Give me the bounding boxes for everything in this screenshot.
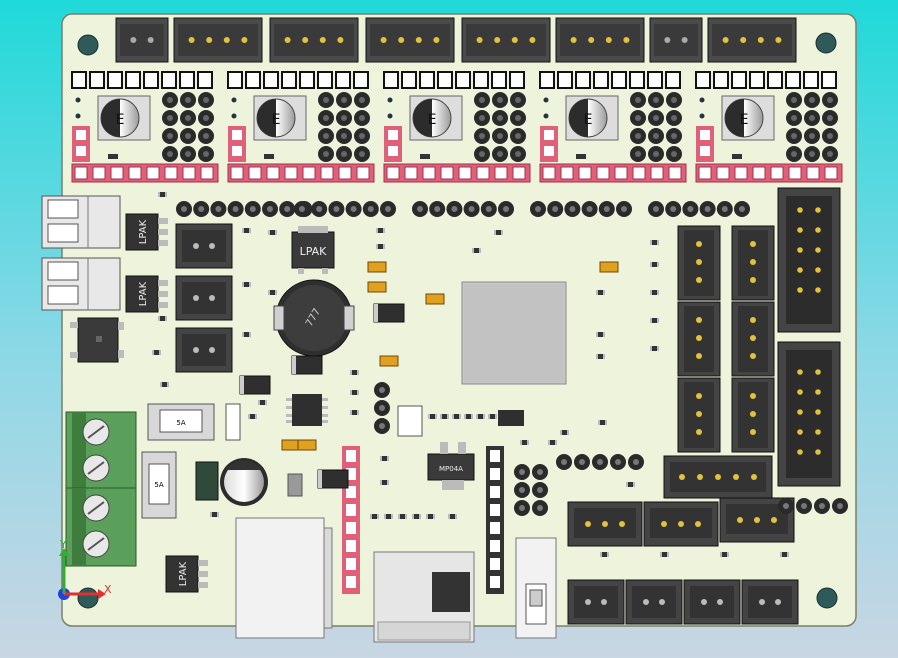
black-component bbox=[195, 461, 219, 501]
top-connectors bbox=[115, 17, 797, 63]
power-inductor: 777 bbox=[273, 279, 355, 357]
smd-passives bbox=[152, 192, 789, 557]
axis-triad: X Y bbox=[58, 538, 112, 600]
top-connector-7 bbox=[707, 17, 797, 63]
axis-y-label: Y bbox=[59, 538, 67, 551]
mid-connector-1 bbox=[175, 275, 233, 321]
red-vertical-header bbox=[342, 446, 360, 594]
endstop-connector-2 bbox=[677, 301, 721, 377]
mid-2pin-connectors bbox=[175, 223, 233, 373]
lpak-top-center: LPAK bbox=[291, 226, 335, 274]
axis-x-label: X bbox=[104, 583, 112, 596]
cap-label: E bbox=[740, 112, 749, 128]
lpak-chip-label: LPAK bbox=[178, 561, 189, 586]
lpak-regulators: LPAK LPAK LPAK bbox=[125, 213, 208, 593]
lpak-chip-0: LPAK bbox=[125, 213, 168, 251]
cap-label: E bbox=[428, 112, 437, 128]
top-connector-2 bbox=[269, 17, 359, 63]
top-connector-4 bbox=[461, 17, 551, 63]
fuse-label-2: 5A bbox=[154, 481, 163, 489]
bottom-connectors bbox=[567, 579, 799, 625]
mcu-chip bbox=[461, 281, 567, 385]
endstop-connector-1 bbox=[731, 225, 775, 301]
bottom-connector-0 bbox=[567, 579, 625, 625]
electrolytic-capacitor-bottom bbox=[220, 458, 268, 506]
sot223-regulator: MP04A bbox=[427, 442, 475, 490]
top-connector-3 bbox=[365, 17, 455, 63]
screw-terminal-0 bbox=[65, 411, 137, 491]
exp-header-pins bbox=[797, 207, 821, 455]
bottom-connector-1 bbox=[625, 579, 683, 625]
pin-row-right bbox=[374, 382, 848, 516]
sd-card-slot bbox=[373, 551, 475, 643]
sot223-label: MP04A bbox=[439, 465, 463, 473]
exp-header-1 bbox=[777, 187, 841, 333]
usb-b-connector bbox=[235, 517, 333, 639]
driver-slot-0: E bbox=[71, 71, 219, 183]
black-vertical-header bbox=[486, 446, 504, 594]
regulator-dpak bbox=[70, 317, 124, 363]
fuse-label-1: 5A bbox=[176, 419, 185, 427]
lpak-chip-label: LPAK bbox=[138, 281, 149, 306]
exp-header-2 bbox=[777, 341, 841, 487]
fuse-holders: 5A 5A bbox=[141, 403, 215, 519]
top-connector-0 bbox=[115, 17, 169, 63]
lpak-chip-label: LPAK bbox=[138, 219, 149, 244]
cap-label: E bbox=[116, 112, 125, 128]
top-connector-5 bbox=[555, 17, 645, 63]
small-ic-soic bbox=[286, 394, 328, 426]
mid-connector-2 bbox=[175, 327, 233, 373]
cap-label: E bbox=[272, 112, 281, 128]
connector-5pin bbox=[663, 455, 773, 499]
top-connector-6 bbox=[649, 17, 703, 63]
endstop-connectors bbox=[567, 225, 795, 547]
driver-slot-1: E bbox=[227, 71, 375, 183]
power-input-connector bbox=[41, 195, 121, 311]
bottom-connector-3 bbox=[741, 579, 799, 625]
lpak-chip-2: LPAK bbox=[165, 555, 208, 593]
endstop-connector-4 bbox=[677, 377, 721, 453]
fan-connector-0 bbox=[567, 501, 643, 547]
screw-terminal-1 bbox=[65, 487, 137, 567]
endstop-connector-5 bbox=[731, 377, 775, 453]
reset-switch bbox=[515, 537, 557, 639]
endstop-connector-0 bbox=[677, 225, 721, 301]
top-connector-1 bbox=[173, 17, 263, 63]
driver-slot-4: E bbox=[695, 71, 843, 183]
cap-label: E bbox=[584, 112, 593, 128]
fan-connector-1 bbox=[643, 501, 719, 547]
driver-slot-2: E bbox=[383, 71, 531, 183]
lpak-label: LPAK bbox=[300, 245, 328, 258]
pin-header-rows bbox=[176, 201, 750, 217]
mid-connector-0 bbox=[175, 223, 233, 269]
bottom-connector-2 bbox=[683, 579, 741, 625]
screw-terminals bbox=[65, 411, 137, 567]
endstop-connector-3 bbox=[731, 301, 775, 377]
driver-slot-3: E bbox=[539, 71, 687, 183]
lpak-chip-1: LPAK bbox=[125, 275, 168, 313]
